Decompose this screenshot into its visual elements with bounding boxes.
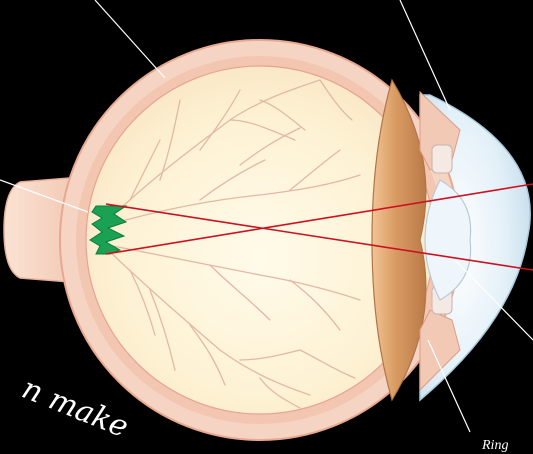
ring-label: Ring [481, 438, 508, 453]
